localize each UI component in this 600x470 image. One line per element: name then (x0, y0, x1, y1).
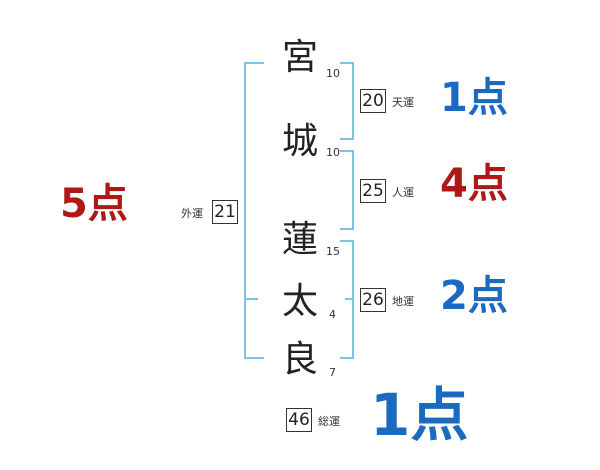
jin-fortune-label: 人運 (392, 186, 414, 199)
ten-bracket-bottom (340, 138, 354, 140)
chi-bracket-tick (345, 298, 354, 300)
name-char: 蓮 (281, 219, 318, 260)
total-fortune-label: 総運 (318, 415, 340, 428)
jin-fortune-value: 25 (360, 179, 386, 203)
name-char: 太 (281, 281, 318, 322)
ten-fortune-value: 20 (360, 89, 386, 113)
total-fortune-score: 1点 (370, 381, 469, 449)
ten-bracket-vertical (352, 62, 354, 140)
name-char: 宮 (281, 37, 318, 78)
gai-fortune-score: 5点 (60, 181, 128, 227)
outer-bracket-bottom (244, 357, 264, 359)
chi-fortune-score: 2点 (440, 273, 508, 319)
outer-bracket-tick (244, 298, 258, 300)
total-fortune-value: 46 (286, 408, 312, 432)
chi-fortune-value: 26 (360, 288, 386, 312)
outer-bracket-vertical (244, 62, 246, 359)
stroke-count: 7 (329, 366, 336, 379)
stroke-count: 15 (326, 245, 340, 258)
name-char: 良 (281, 339, 318, 380)
jin-fortune-score: 4点 (440, 161, 508, 207)
jin-bracket-top (340, 150, 354, 152)
jin-bracket-bottom (340, 228, 354, 230)
ten-fortune-score: 1点 (440, 75, 508, 121)
chi-fortune-label: 地運 (392, 295, 414, 308)
jin-bracket-vertical (352, 150, 354, 230)
chi-bracket-bottom (340, 357, 354, 359)
stroke-count: 10 (326, 67, 340, 80)
stroke-count: 4 (329, 308, 336, 321)
outer-bracket-top (244, 62, 264, 64)
chi-bracket-top (340, 240, 354, 242)
stroke-count: 10 (326, 146, 340, 159)
ten-fortune-label: 天運 (392, 96, 414, 109)
gai-fortune-label: 外運 (181, 207, 203, 220)
gai-fortune-value: 21 (212, 200, 238, 224)
name-char: 城 (281, 121, 318, 162)
ten-bracket-top (340, 62, 354, 64)
